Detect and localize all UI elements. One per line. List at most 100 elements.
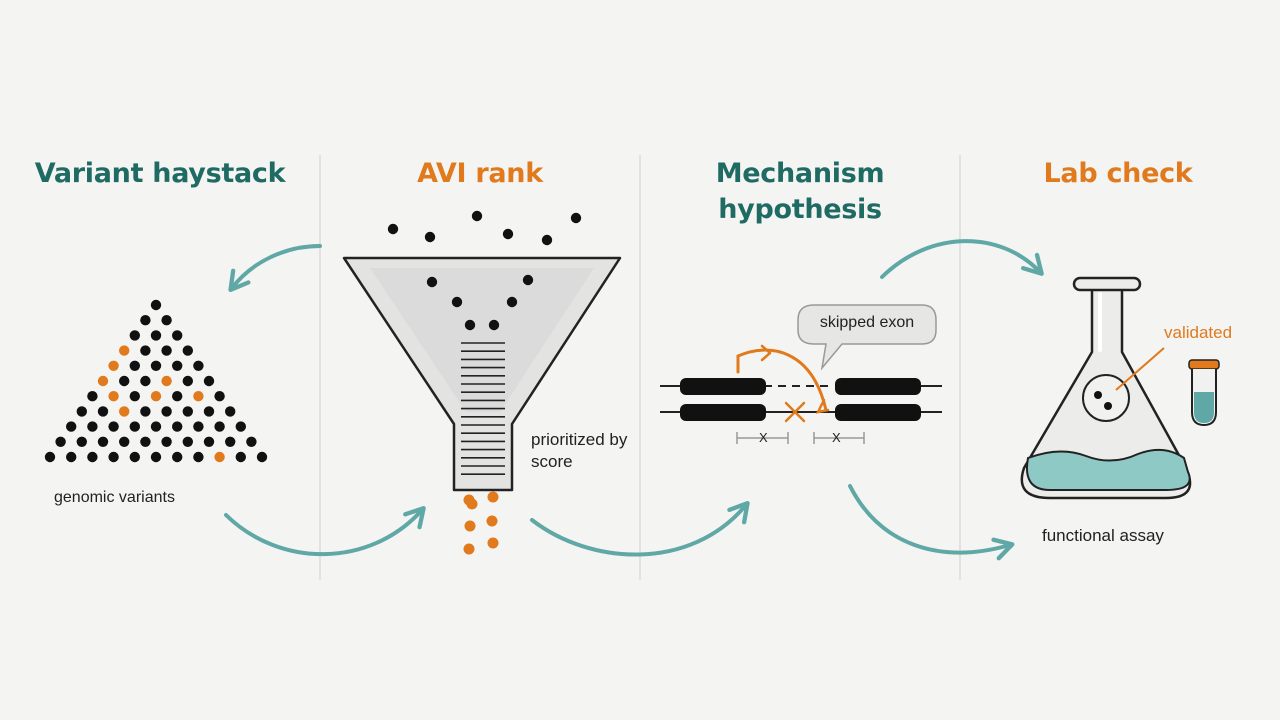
variant-dot [182, 345, 193, 356]
variant-dot [193, 451, 204, 463]
variant-dot-highlighted [214, 451, 225, 463]
variant-dot [44, 451, 56, 463]
validated-pointer [1115, 347, 1165, 391]
variant-dot [203, 436, 215, 447]
variant-dot [256, 451, 268, 463]
candidate-dot [502, 228, 514, 240]
variant-dot [172, 451, 183, 463]
variant-dot [97, 436, 109, 447]
variant-dot [172, 391, 183, 402]
variant-dot [214, 421, 225, 432]
ranked-list-lines [461, 342, 505, 476]
candidate-dot [451, 296, 463, 308]
variant-dot [55, 436, 66, 447]
variant-dot-highlighted [161, 375, 172, 387]
variant-dot [203, 406, 215, 417]
variant-dot [108, 451, 119, 463]
variant-dot [193, 360, 204, 371]
variant-dot [129, 360, 140, 371]
splice-jump-arrow [736, 348, 828, 412]
variant-dot [119, 436, 130, 447]
prioritized-dot [463, 494, 475, 506]
prioritized-dot [487, 537, 499, 549]
variant-dot [87, 391, 98, 402]
candidate-dot [506, 296, 518, 308]
exon-block [680, 378, 766, 395]
funnel-icon [342, 256, 622, 492]
variant-dot-highlighted [150, 391, 162, 402]
label-genomic-variants: genomic variants [54, 489, 175, 506]
variant-dot [129, 330, 140, 341]
stage-title-lab-check: Lab check [1043, 158, 1193, 189]
variant-dot [140, 375, 151, 387]
variant-dot [172, 330, 183, 341]
funnel-input-dots [387, 210, 582, 331]
candidate-dot [464, 319, 476, 331]
variant-dot-highlighted [119, 406, 130, 417]
variant-dot [150, 360, 162, 371]
label-validated: validated [1164, 323, 1233, 342]
variant-dot [161, 315, 172, 326]
variant-dot [66, 421, 77, 432]
variant-dot [246, 436, 257, 447]
candidate-dot [522, 274, 534, 286]
variant-dot [214, 391, 225, 402]
stage-title-avi-rank: AVI rank [417, 158, 543, 189]
variant-dot [182, 436, 193, 447]
candidate-dot [424, 231, 436, 243]
speech-bubble [797, 304, 937, 371]
variant-dot [161, 406, 172, 417]
prioritized-dot [486, 515, 498, 527]
variant-dot [140, 406, 151, 417]
flask-icon [1020, 276, 1192, 500]
arrow-mechanism-to-lab [880, 239, 1044, 279]
test-tube-icon [1188, 359, 1220, 427]
prioritized-dot [487, 491, 499, 503]
variant-dot [225, 436, 236, 447]
variant-dot-highlighted [108, 391, 119, 402]
variant-dot [140, 436, 151, 447]
variant-dot-highlighted [108, 360, 119, 371]
variant-dot [97, 406, 109, 417]
stage-title-variant-haystack: Variant haystack [34, 158, 286, 189]
variant-dot [182, 375, 193, 387]
candidate-dot [570, 212, 582, 224]
variant-dot [108, 421, 119, 432]
variant-dot [225, 406, 236, 417]
cell-icon [1082, 374, 1130, 422]
variant-dot [235, 421, 246, 432]
scale-bars [736, 432, 865, 444]
variant-dot [150, 421, 162, 432]
variant-dot [140, 315, 151, 326]
variant-dot [172, 360, 183, 371]
variant-dot-highlighted [193, 391, 204, 402]
label-skipped-exon: skipped exon [819, 314, 915, 331]
exon-block [835, 378, 921, 395]
exon-diagram [660, 304, 942, 444]
prioritized-dot [463, 543, 475, 555]
funnel-output-dots [463, 491, 499, 555]
variant-dot [203, 375, 215, 387]
variant-dot [87, 421, 98, 432]
variant-dot [129, 451, 140, 463]
candidate-dot [471, 210, 483, 222]
exon-marker-x: X [759, 430, 768, 445]
variant-dot [150, 451, 162, 463]
variant-dot [193, 421, 204, 432]
variant-dot [76, 436, 88, 447]
arrow-haystack-to-rank [224, 506, 426, 557]
variant-dot [119, 375, 130, 387]
variant-dot-pyramid [44, 299, 268, 463]
label-prioritized-by-score: prioritized by score [531, 430, 628, 471]
variant-dot [129, 421, 140, 432]
variant-dot [182, 406, 193, 417]
arrow-rank-to-mechanism [530, 500, 750, 557]
variant-dot [150, 299, 162, 311]
variant-dot-highlighted [119, 345, 130, 356]
variant-dot [161, 436, 172, 447]
arrow-back-to-haystack [228, 244, 322, 293]
variant-dot [140, 345, 151, 356]
variant-dot [161, 345, 172, 356]
